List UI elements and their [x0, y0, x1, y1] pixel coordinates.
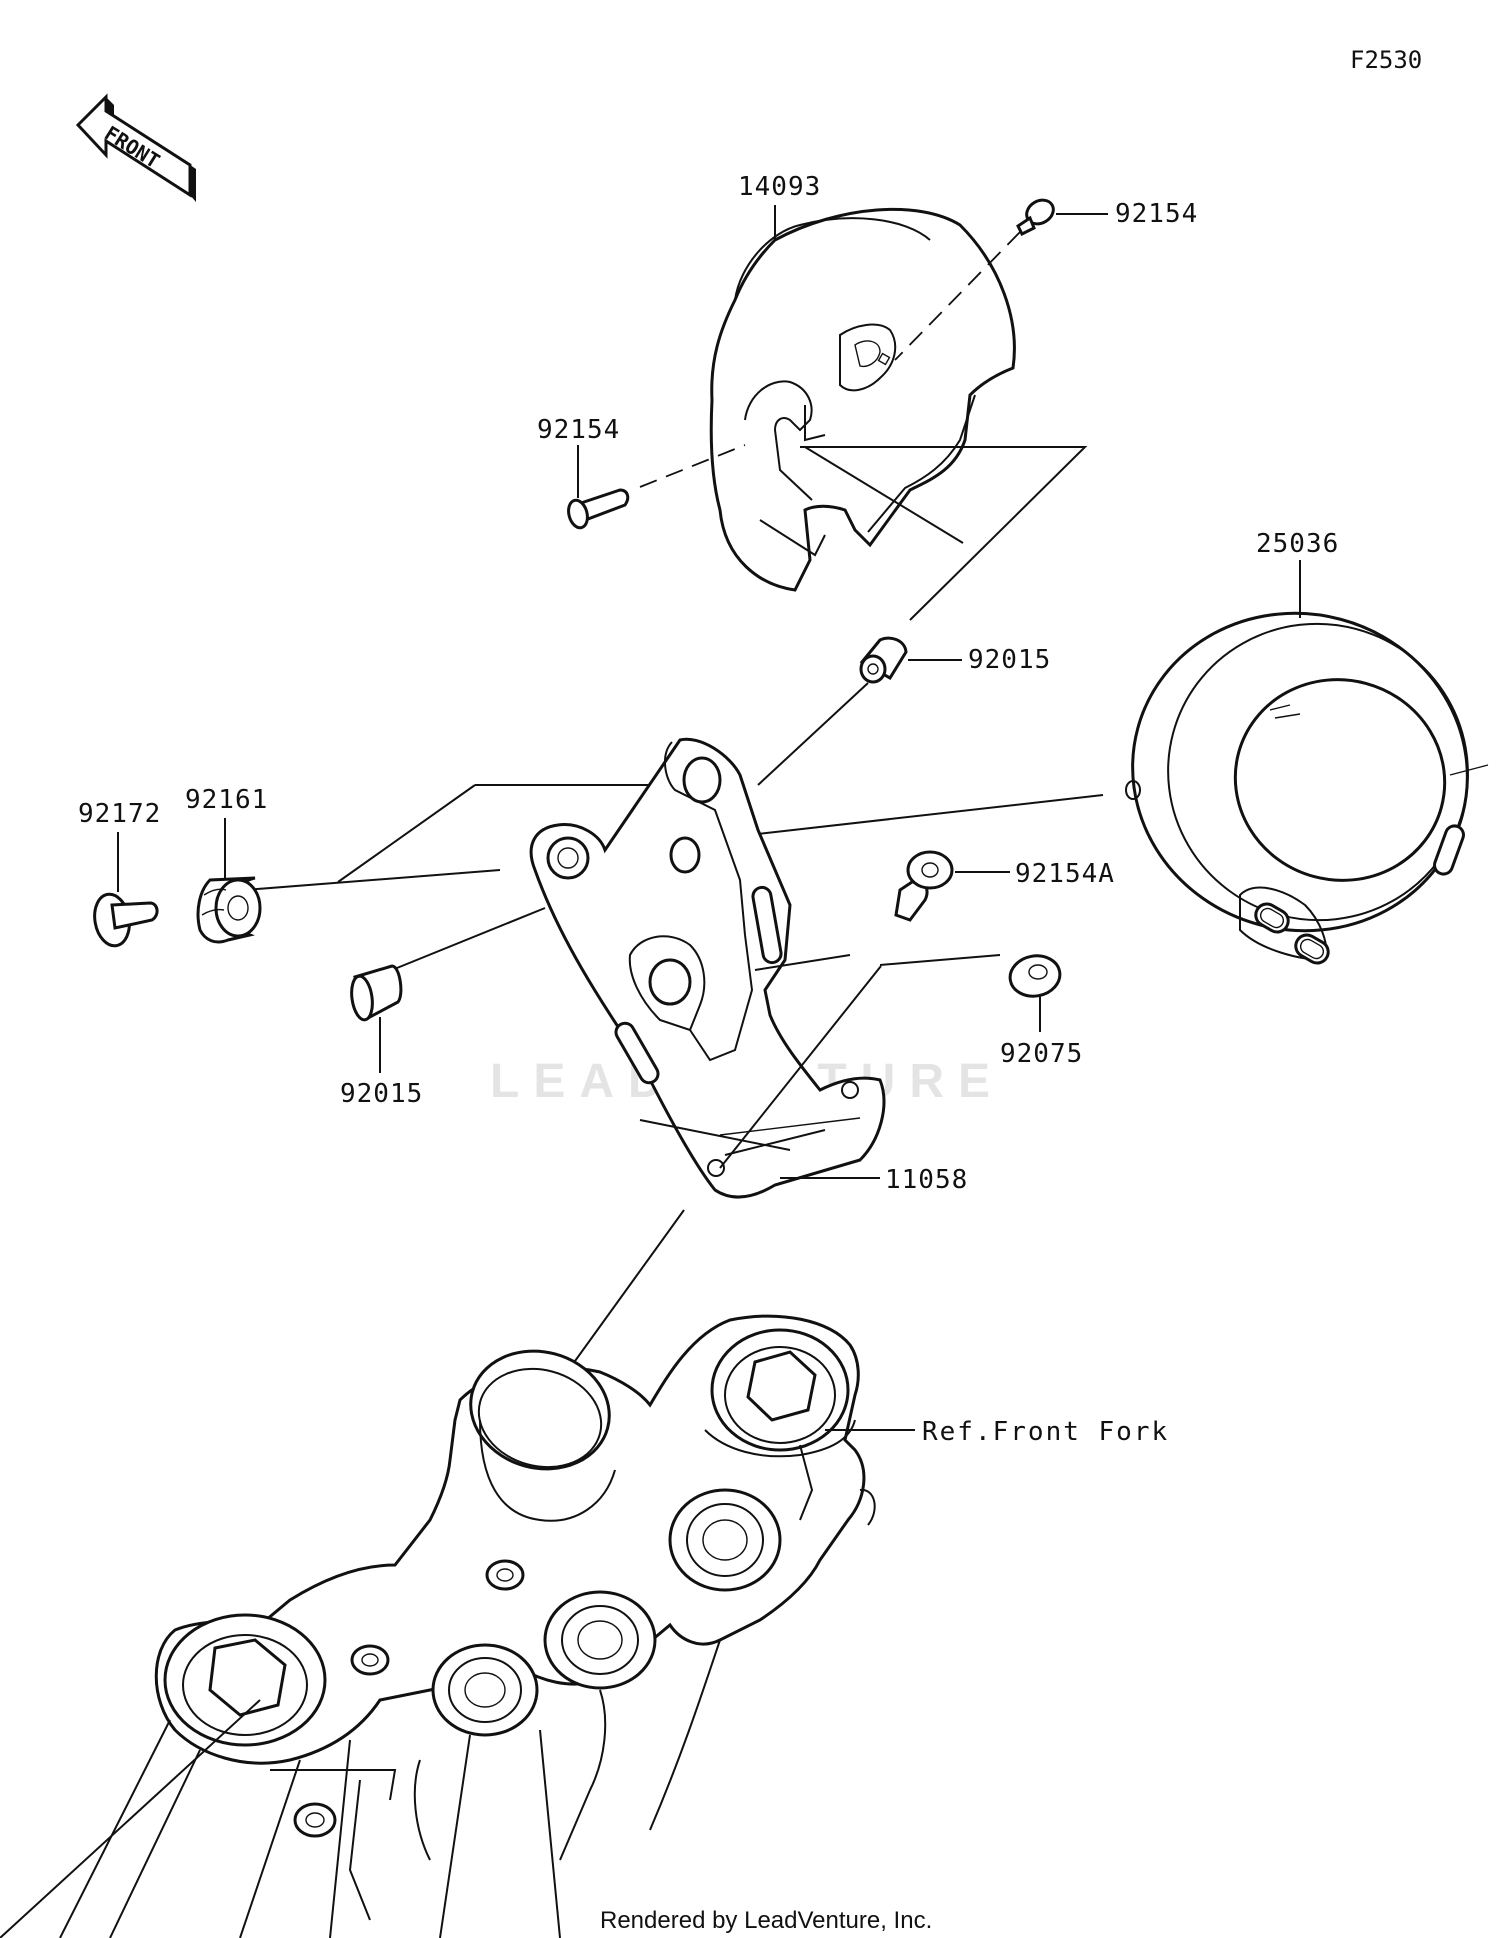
- meter-part[interactable]: [1097, 576, 1500, 968]
- label-screw-top: 92154: [1115, 199, 1198, 229]
- bushing-upper-part[interactable]: [859, 636, 962, 684]
- label-damper: 92161: [185, 785, 268, 815]
- screw-a-part[interactable]: [894, 850, 1010, 922]
- front-direction-icon: FRONT: [75, 93, 196, 202]
- front-fork-reference: [0, 1314, 876, 1938]
- damper-part[interactable]: [196, 818, 262, 944]
- screw-left-part[interactable]: [566, 445, 630, 530]
- label-bushing-upper: 92015: [968, 645, 1051, 675]
- screw-top-part[interactable]: [1016, 195, 1108, 237]
- label-bracket: 11058: [885, 1165, 968, 1195]
- washer-part[interactable]: [1007, 952, 1063, 1032]
- render-credit: Rendered by LeadVenture, Inc.: [600, 1907, 932, 1934]
- label-screw-a: 92154A: [1015, 859, 1115, 889]
- figure-code: F2530: [1350, 46, 1422, 74]
- collar-lower-part[interactable]: [349, 964, 403, 1073]
- label-damper-bolt: 92172: [78, 799, 161, 829]
- bracket-part[interactable]: [529, 737, 886, 1199]
- label-collar-lower: 92015: [340, 1079, 423, 1109]
- label-meter: 25036: [1256, 529, 1339, 559]
- label-front-fork-ref: Ref.Front Fork: [922, 1417, 1169, 1447]
- damper-bolt-part[interactable]: [91, 832, 159, 949]
- label-screw-left: 92154: [537, 415, 620, 445]
- meter-cover-part[interactable]: [709, 207, 1016, 592]
- label-washer: 92075: [1000, 1039, 1083, 1069]
- label-cover: 14093: [738, 172, 821, 202]
